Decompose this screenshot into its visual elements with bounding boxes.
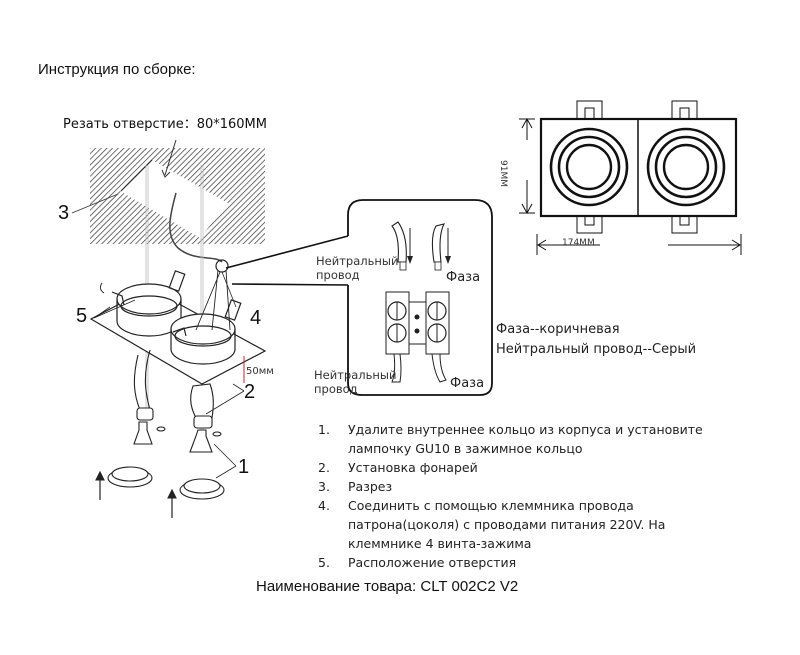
step-text: Разрез: [348, 477, 738, 496]
neutral-label-line: провод: [314, 382, 358, 396]
product-name: Наименование товара: CLT 002C2 V2: [256, 578, 519, 595]
step-text: Соединить с помощью клеммника провода пат…: [348, 496, 738, 553]
step-text-line: патрона(цоколя) с проводами питания 220V…: [348, 517, 666, 532]
cut-hole-label: Резать отверстие：80*160MM: [63, 117, 267, 132]
step-text-line: Удалите внутреннее кольцо из корпуса и у…: [348, 422, 703, 437]
step-text: Удалите внутреннее кольцо из корпуса и у…: [348, 420, 738, 458]
step-item: 1. Удалите внутреннее кольцо из корпуса и…: [318, 420, 738, 458]
step-number: 4.: [318, 498, 330, 513]
detail-pointer: [225, 235, 349, 286]
step-number: 3.: [318, 479, 330, 494]
legend-phase: Фаза--коричневая: [496, 322, 620, 337]
step-text-line: клеммнике 4 винта-зажима: [348, 536, 532, 551]
lamp-sockets: [95, 349, 225, 518]
step-item: 5. Расположение отверстия: [318, 553, 738, 572]
callout-3: 3: [58, 202, 70, 224]
step-text-line: лампочку GU10 в зажимное кольцо: [348, 441, 583, 456]
step-text: Установка фонарей: [348, 458, 738, 477]
neutral-label-line: Нейтральный: [316, 254, 399, 268]
step-text-line: Соединить с помощью клеммника провода: [348, 498, 634, 513]
top-view-drawing: [519, 100, 742, 255]
callout-1: 1: [238, 456, 250, 478]
step-text-line: Установка фонарей: [348, 460, 478, 475]
width-dimension-label: 174MM: [562, 238, 595, 248]
step-item: 3. Разрез: [318, 477, 738, 496]
step-text-line: Разрез: [348, 479, 393, 494]
callout-2: 2: [244, 381, 256, 403]
phase-wire-label-bottom: Фаза: [450, 376, 485, 391]
neutral-label-line: Нейтральный: [314, 368, 397, 382]
callout-leaders: [93, 271, 245, 479]
step-text-line: Расположение отверстия: [348, 555, 517, 570]
page-title: Инструкция по сборке:: [38, 61, 196, 78]
assembly-steps: 1. Удалите внутреннее кольцо из корпуса и…: [318, 420, 738, 572]
step-number: 1.: [318, 422, 330, 437]
callout-4: 4: [250, 307, 262, 329]
step-item: 2. Установка фонарей: [318, 458, 738, 477]
height-dimension-label-top: 91MM: [498, 160, 508, 187]
neutral-wire-label-top: Нейтральный провод: [316, 254, 398, 282]
height-dimension-label: 50мм: [246, 366, 274, 377]
legend-neutral: Нейтральный провод--Серый: [496, 342, 697, 357]
step-number: 2.: [318, 460, 330, 475]
neutral-wire-label-bottom: Нейтральный провод: [314, 368, 396, 396]
callout-5: 5: [76, 305, 88, 327]
wiring-detail-box: [347, 199, 493, 396]
ceiling-panel: [71, 139, 265, 263]
wire-color-legend: Фаза--коричневая Нейтральный провод--Сер…: [496, 320, 696, 360]
step-text: Расположение отверстия: [348, 553, 738, 572]
step-number: 5.: [318, 555, 330, 570]
luminaire-plate: [89, 259, 267, 385]
phase-wire-label-top: Фаза: [446, 270, 481, 285]
step-item: 4. Соединить с помощью клеммника провода п…: [318, 496, 738, 553]
neutral-label-line: провод: [316, 268, 360, 282]
